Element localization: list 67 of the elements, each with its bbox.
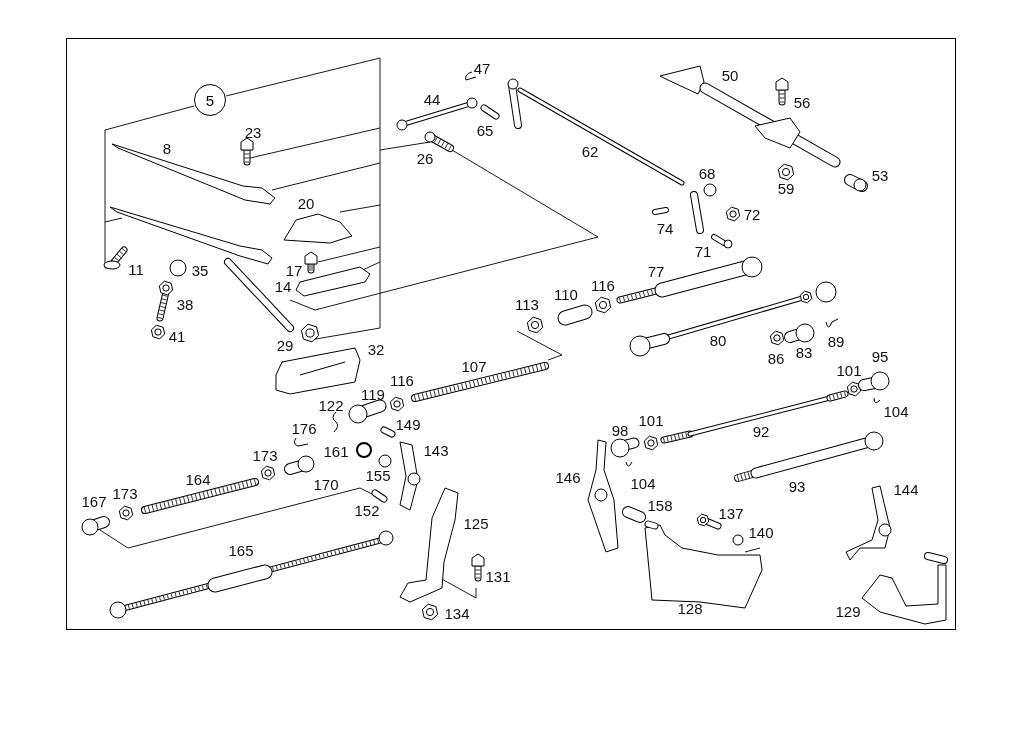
callout-number: 101 — [836, 362, 862, 378]
callout-number: 170 — [313, 476, 339, 492]
callout-number: 62 — [581, 143, 599, 159]
callout-number: 93 — [788, 478, 806, 494]
group-number-circle: 5 — [194, 84, 226, 116]
callout-number: 71 — [694, 243, 712, 259]
callout-number: 104 — [883, 403, 909, 419]
callout-number: 35 — [191, 262, 209, 278]
callout-number: 149 — [395, 416, 421, 432]
callout-number: 95 — [871, 348, 889, 364]
callout-number: 53 — [871, 167, 889, 183]
callout-number: 26 — [416, 150, 434, 166]
callout-number: 122 — [318, 397, 344, 413]
callout-number: 68 — [698, 165, 716, 181]
callout-number: 89 — [827, 333, 845, 349]
callout-number: 8 — [162, 140, 172, 156]
callout-number: 41 — [168, 328, 186, 344]
callout-number: 165 — [228, 542, 254, 558]
callout-number: 129 — [835, 603, 861, 619]
callout-number: 131 — [485, 568, 511, 584]
callout-number: 38 — [176, 296, 194, 312]
callout-number: 155 — [365, 467, 391, 483]
callout-number: 11 — [128, 261, 144, 277]
callout-number: 92 — [752, 423, 770, 439]
callout-number: 125 — [463, 515, 489, 531]
callout-number: 101 — [638, 412, 664, 428]
callout-number: 113 — [515, 296, 539, 312]
callout-number: 83 — [795, 344, 813, 360]
callout-number: 144 — [893, 481, 919, 497]
callout-number: 77 — [647, 263, 665, 279]
callout-number: 98 — [611, 422, 629, 438]
callout-number: 44 — [423, 91, 441, 107]
callout-number: 176 — [291, 420, 317, 436]
callout-number: 59 — [777, 180, 795, 196]
callout-number: 173 — [252, 447, 278, 463]
callout-number: 158 — [647, 497, 673, 513]
callout-number: 50 — [721, 67, 739, 83]
callout-number: 140 — [748, 524, 774, 540]
callout-number: 173 — [112, 485, 138, 501]
callout-number: 32 — [367, 341, 385, 357]
callout-number: 143 — [423, 442, 449, 458]
callout-number: 47 — [473, 60, 491, 76]
callout-number: 119 — [361, 386, 385, 402]
callout-number: 17 — [285, 262, 303, 278]
callout-number: 110 — [554, 286, 578, 302]
callout-number: 161 — [323, 443, 349, 459]
callout-number: 116 — [591, 277, 615, 293]
callout-number: 29 — [276, 337, 294, 353]
callout-number: 146 — [555, 469, 581, 485]
callout-number: 104 — [630, 475, 656, 491]
callout-number: 56 — [793, 94, 811, 110]
callout-number: 128 — [677, 600, 703, 616]
callout-number: 86 — [767, 350, 785, 366]
callout-number: 137 — [718, 505, 744, 521]
callout-number: 65 — [476, 122, 494, 138]
callout-number: 107 — [461, 358, 487, 374]
callout-number: 167 — [81, 493, 107, 509]
callout-number: 23 — [244, 124, 262, 140]
callout-number: 164 — [185, 471, 211, 487]
callout-number: 74 — [656, 220, 674, 236]
callout-number: 14 — [274, 278, 292, 294]
callout-number: 152 — [354, 502, 380, 518]
callout-number: 80 — [709, 332, 727, 348]
callout-number: 20 — [297, 195, 315, 211]
callout-number: 116 — [390, 372, 414, 388]
callout-number: 72 — [743, 206, 761, 222]
callout-number: 134 — [444, 605, 470, 621]
